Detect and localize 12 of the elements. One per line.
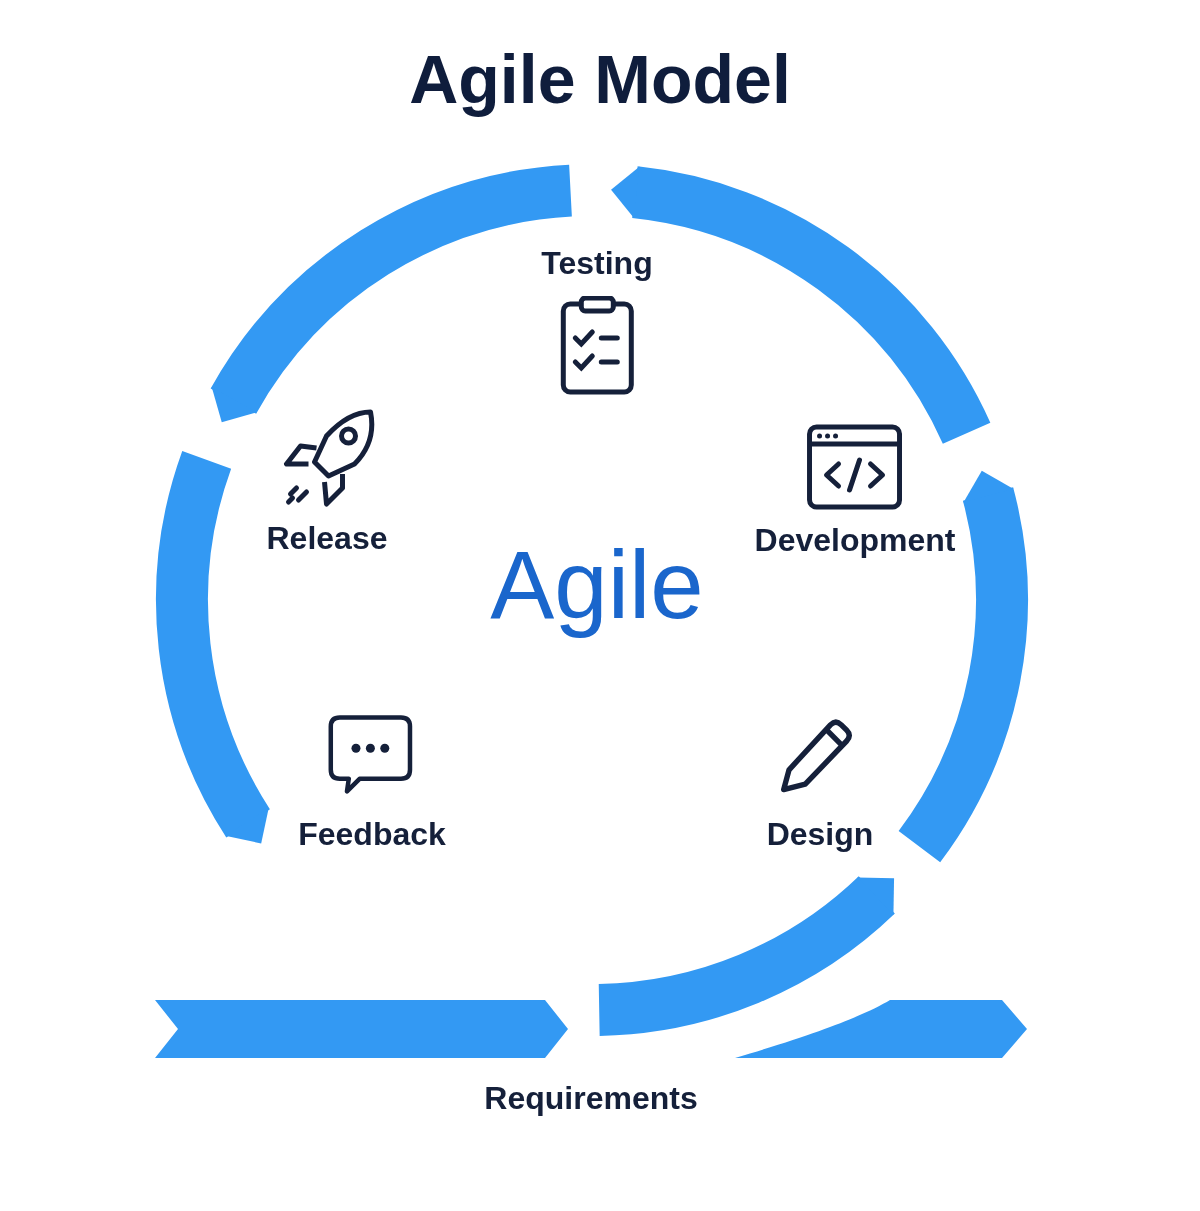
diagram-title: Agile Model [409, 41, 791, 117]
stage-label: Development [754, 522, 956, 559]
cycle-arrow [211, 164, 574, 422]
cycle-arrow [611, 166, 990, 446]
stage-label: Release [266, 520, 388, 557]
cycle-arrow [897, 470, 1028, 861]
stage-label: Requirements [484, 1080, 698, 1117]
stage-label: Design [766, 816, 874, 853]
stage-label: Feedback [298, 816, 446, 853]
center-label: Agile [490, 530, 704, 640]
cycle-arrow [156, 452, 271, 845]
stage-label: Testing [541, 245, 653, 282]
